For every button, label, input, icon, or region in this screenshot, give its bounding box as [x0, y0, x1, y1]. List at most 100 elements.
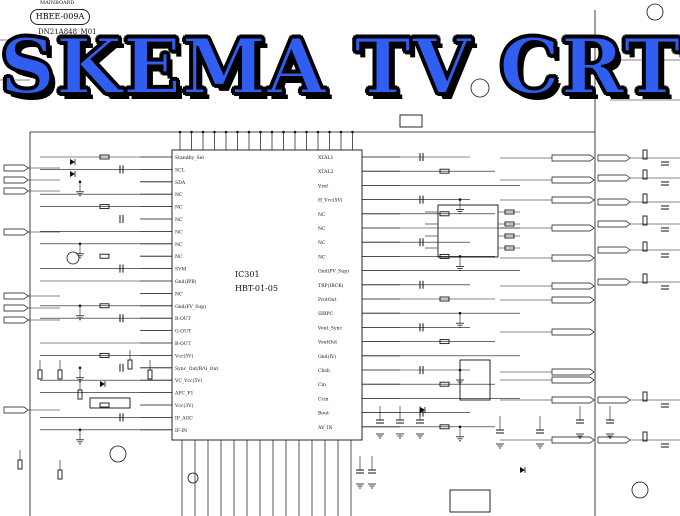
junction	[305, 130, 308, 134]
ic-right-pin-label: AV_IN	[317, 425, 333, 431]
ic-right-pin-label: Gnd(IV)	[318, 353, 336, 360]
junction	[190, 130, 193, 134]
ic-left-pin-label: Sync_Out/R/G_Out	[175, 366, 218, 372]
ic-left-pin-label: Vcc(5V)	[174, 352, 193, 359]
ic-left-pin-label: Standby_Sel	[175, 155, 204, 161]
board-caption: MAINBOARD	[40, 0, 75, 6]
resistor	[99, 204, 110, 210]
ic-left-pin-label: NC	[175, 217, 183, 223]
ic-right-pin-label: NC	[318, 226, 326, 232]
ic-left-pin-label: VC_Vcc(5V)	[174, 377, 203, 384]
ic-left-pin-label: AFC_F1	[174, 391, 194, 397]
ic-part-number: HBT-01-05	[235, 284, 278, 293]
resistor	[99, 253, 110, 259]
resistor	[642, 273, 648, 284]
ic-right-pin-label: VoutOut	[317, 340, 337, 346]
transistor	[109, 445, 127, 463]
transistor	[646, 3, 664, 21]
resistor	[127, 359, 133, 370]
signal-connector	[3, 406, 29, 414]
resistor	[37, 369, 43, 380]
ic-right-pin-label: XTAL2	[318, 169, 333, 175]
signal-connector	[3, 187, 29, 195]
ic-left-pin-label: SCL	[175, 167, 185, 173]
signal-connector	[597, 278, 631, 286]
resistor	[17, 459, 23, 470]
ic-right-pin-label: TRP(IRCK)	[318, 282, 344, 289]
board-model: DN21A848_M01	[38, 28, 97, 36]
signal-connector	[3, 176, 29, 184]
signal-connector	[551, 296, 595, 304]
resistor	[504, 245, 515, 251]
junction	[236, 130, 239, 134]
ic-right-pin-label: ProtOut	[318, 297, 337, 303]
resistor	[439, 424, 450, 430]
ic-left-pin-label: SVM	[175, 267, 186, 273]
diode	[420, 407, 425, 413]
junction	[201, 130, 205, 134]
resistor	[77, 389, 83, 400]
signal-connector	[597, 396, 631, 404]
ic-body	[171, 149, 363, 441]
ic-left-pin-label: NC	[175, 291, 183, 297]
resistor	[504, 209, 515, 215]
junction	[270, 130, 274, 134]
ic-right-pin-label: NC	[318, 240, 326, 246]
ic-left-pin-label: IF_AGC	[175, 415, 193, 421]
resistor	[504, 233, 515, 239]
ic-left-pin-label: Gnd(FV_Sup)	[175, 303, 206, 310]
ic-left-pin-label: Vcc(3V)	[174, 402, 193, 409]
signal-connector	[3, 304, 29, 312]
ic-right-pin-label: XTAL1	[318, 155, 333, 161]
ic-right-pin-label: Cin	[318, 382, 326, 388]
signal-connector	[551, 376, 595, 384]
junction	[259, 130, 262, 134]
ic-name: IC301	[235, 270, 260, 279]
component	[459, 359, 491, 401]
signal-connector	[597, 246, 631, 254]
resistor	[642, 241, 648, 252]
ic-left-pin-label: NC	[175, 242, 183, 248]
junction	[316, 130, 320, 134]
connector-block	[89, 397, 131, 409]
resistor	[439, 296, 450, 302]
ic-right-pin-label: H_Vcc(5V)	[318, 197, 343, 204]
transistor	[631, 481, 649, 499]
ic-left-pin-label: SDA	[175, 180, 186, 186]
ic-right-pin-label: Vout_Sync	[317, 325, 342, 331]
ic-left-pin-label: NC	[175, 205, 183, 211]
signal-connector	[551, 154, 595, 162]
signal-connector	[551, 436, 595, 444]
signal-connector	[3, 292, 29, 300]
ic-right-pin-label: NC	[318, 254, 326, 260]
resistor	[99, 352, 110, 358]
signal-connector	[597, 198, 631, 206]
resistor	[642, 215, 648, 226]
ic-left-pin-label: NC	[175, 192, 183, 198]
resistor	[57, 469, 63, 480]
resistor	[642, 391, 648, 402]
junction	[282, 130, 285, 134]
signal-connector	[551, 224, 595, 232]
transistor	[470, 78, 490, 98]
junction	[328, 130, 331, 134]
signal-connector	[551, 396, 595, 404]
ic-left-pin-label: Gnd(IPB)	[175, 278, 197, 285]
signal-connector	[551, 254, 595, 262]
junction	[224, 130, 228, 134]
junction	[351, 130, 354, 134]
ic-left-pin-label: NC	[175, 254, 183, 260]
ic-right-pin-label: Bout	[318, 411, 329, 417]
junction	[293, 130, 297, 134]
resistor	[99, 154, 110, 160]
resistor	[57, 369, 63, 380]
junction	[247, 130, 251, 134]
filter-block	[449, 489, 491, 513]
resistor	[642, 431, 648, 442]
ic-left-pin-label: G-OUT	[175, 329, 192, 335]
resistor	[99, 402, 110, 408]
signal-connector	[3, 228, 29, 236]
signal-connector	[551, 282, 595, 290]
signal-connector	[551, 176, 595, 184]
